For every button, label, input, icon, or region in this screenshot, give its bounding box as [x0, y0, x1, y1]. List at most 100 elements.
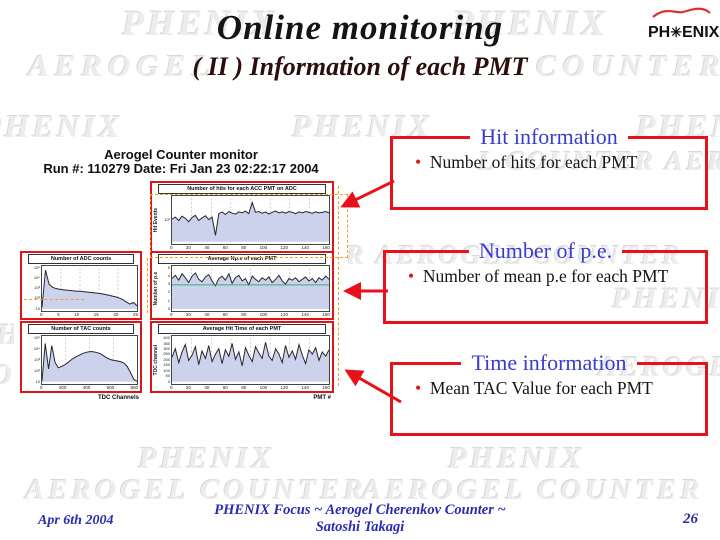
- callout-title: Hit information: [480, 124, 618, 149]
- plot-npe: Average Np.e of each PMT Number of p.e 5…: [150, 251, 334, 328]
- watermark-text: PHENIX: [122, 3, 279, 43]
- y-tick: 4: [167, 273, 170, 279]
- logo-ph: PH: [648, 24, 671, 41]
- y-tick: 1: [167, 297, 170, 303]
- callout-bullet: Number of mean p.e for each PMT: [408, 266, 699, 288]
- x-tick: 100: [259, 244, 268, 250]
- y-tick: 400: [163, 335, 170, 341]
- watermark-text: AEROGEL COUNTER: [25, 474, 367, 506]
- plot-title: Average Hit Time of each PMT: [158, 324, 326, 335]
- y-tick: 350: [163, 340, 170, 346]
- x-tick: 20: [185, 311, 191, 317]
- callout-hit-information: Hit information Number of hits for each …: [390, 124, 708, 210]
- y-tick: 0: [167, 378, 170, 384]
- x-tick: 120: [280, 311, 289, 317]
- callout-title: Number of p.e.: [478, 238, 613, 263]
- plot-title: Number of hits for each ACC PMT on ADC: [158, 184, 326, 195]
- monitor-title: Aerogel Counter monitor: [104, 147, 258, 162]
- callout-bullet: Number of hits for each PMT: [415, 152, 699, 174]
- x-tick: 10: [74, 311, 80, 317]
- logo-enix: ENIX: [681, 24, 720, 41]
- y-tick: 100: [163, 367, 170, 373]
- x-tick: 5: [57, 311, 60, 317]
- page-title: Online monitoring: [216, 8, 504, 47]
- y-tick: 10⁵: [33, 335, 40, 341]
- hits-histogram: [171, 195, 330, 245]
- watermark-text: COUNTER: [536, 48, 720, 83]
- x-tick: 0: [40, 384, 43, 390]
- y-tick: 10⁴: [33, 346, 40, 352]
- y-axis-label: [24, 265, 31, 311]
- x-tick: 80: [241, 384, 247, 390]
- watermark-text: PHENIX: [448, 440, 585, 475]
- watermark-text: R AEROGEL COUNTER: [346, 240, 684, 270]
- plot-title: Number of ADC counts: [28, 254, 134, 265]
- y-tick: 250: [163, 351, 170, 357]
- x-tick: 80: [241, 244, 247, 250]
- monitor-runline: Run #: 110279 Date: Fri Jan 23 02:22:17 …: [43, 161, 319, 177]
- y-axis-label: Hit Events: [153, 207, 159, 233]
- x-tick: 200: [58, 384, 67, 390]
- arrow-hit-info: [340, 179, 395, 208]
- tac-histogram: [41, 335, 138, 385]
- footer-credit-line1: PHENIX Focus ~ Aerogel Cherenkov Counter…: [214, 502, 506, 518]
- phenix-logo: PH✳ENIX: [648, 4, 719, 44]
- hit-time-histogram: [171, 335, 330, 385]
- x-tick: 100: [259, 311, 268, 317]
- y-tick: 10⁴: [33, 275, 40, 281]
- x-tick: 40: [204, 244, 210, 250]
- y-tick: 150: [163, 362, 170, 368]
- plot-hit-time: Average Hit Time of each PMT TDC channel…: [150, 321, 334, 401]
- x-tick: 15: [93, 311, 99, 317]
- x-tick: 20: [113, 311, 119, 317]
- y-tick: 50: [165, 373, 170, 379]
- footer-credit: PHENIX Focus ~ Aerogel Cherenkov Counter…: [0, 502, 720, 537]
- x-tick: 600: [106, 384, 115, 390]
- y-tick: 200: [163, 356, 170, 362]
- footer-date: Apr 6th 2004: [38, 513, 114, 528]
- x-axis-label: PMT #: [313, 395, 331, 401]
- y-tick: 10⁵: [33, 265, 40, 271]
- x-tick: 140: [301, 244, 309, 250]
- x-tick: 160: [322, 384, 330, 390]
- watermark-text: PHENIX: [138, 440, 275, 475]
- page-subtitle: ( II ) Information of each PMT: [192, 52, 528, 81]
- aerogel-monitor-panel: Aerogel Counter monitor Run #: 110279 Da…: [14, 147, 348, 401]
- y-tick: 2: [167, 289, 170, 295]
- callout-number-of-pe: Number of p.e. Number of mean p.e for ea…: [383, 238, 708, 324]
- x-tick: 80: [241, 311, 247, 317]
- logo-text: PH✳ENIX: [648, 24, 719, 41]
- y-tick: 0: [167, 305, 170, 311]
- x-tick: 60: [222, 384, 228, 390]
- callout-time-information: Time information Mean TAC Value for each…: [390, 350, 708, 436]
- y-tick: 3: [167, 281, 170, 287]
- y-tick: 10³: [34, 356, 40, 362]
- x-tick: 100: [259, 384, 268, 390]
- footer-credit-line2: Satoshi Takagi: [315, 519, 405, 536]
- x-tick: 40: [204, 311, 210, 317]
- y-axis-ticks: 10²: [161, 195, 171, 244]
- x-tick: 140: [301, 384, 309, 390]
- x-tick: 120: [280, 244, 289, 250]
- x-tick: 60: [222, 244, 228, 250]
- slide-number: 26: [683, 511, 698, 527]
- x-tick: 60: [222, 311, 228, 317]
- x-tick: 20: [185, 244, 191, 250]
- x-tick: 25: [132, 311, 138, 317]
- x-tick: 160: [322, 311, 330, 317]
- y-axis-label: TDC channel: [153, 344, 159, 376]
- x-tick: 800: [130, 384, 138, 390]
- x-tick: 0: [170, 384, 173, 390]
